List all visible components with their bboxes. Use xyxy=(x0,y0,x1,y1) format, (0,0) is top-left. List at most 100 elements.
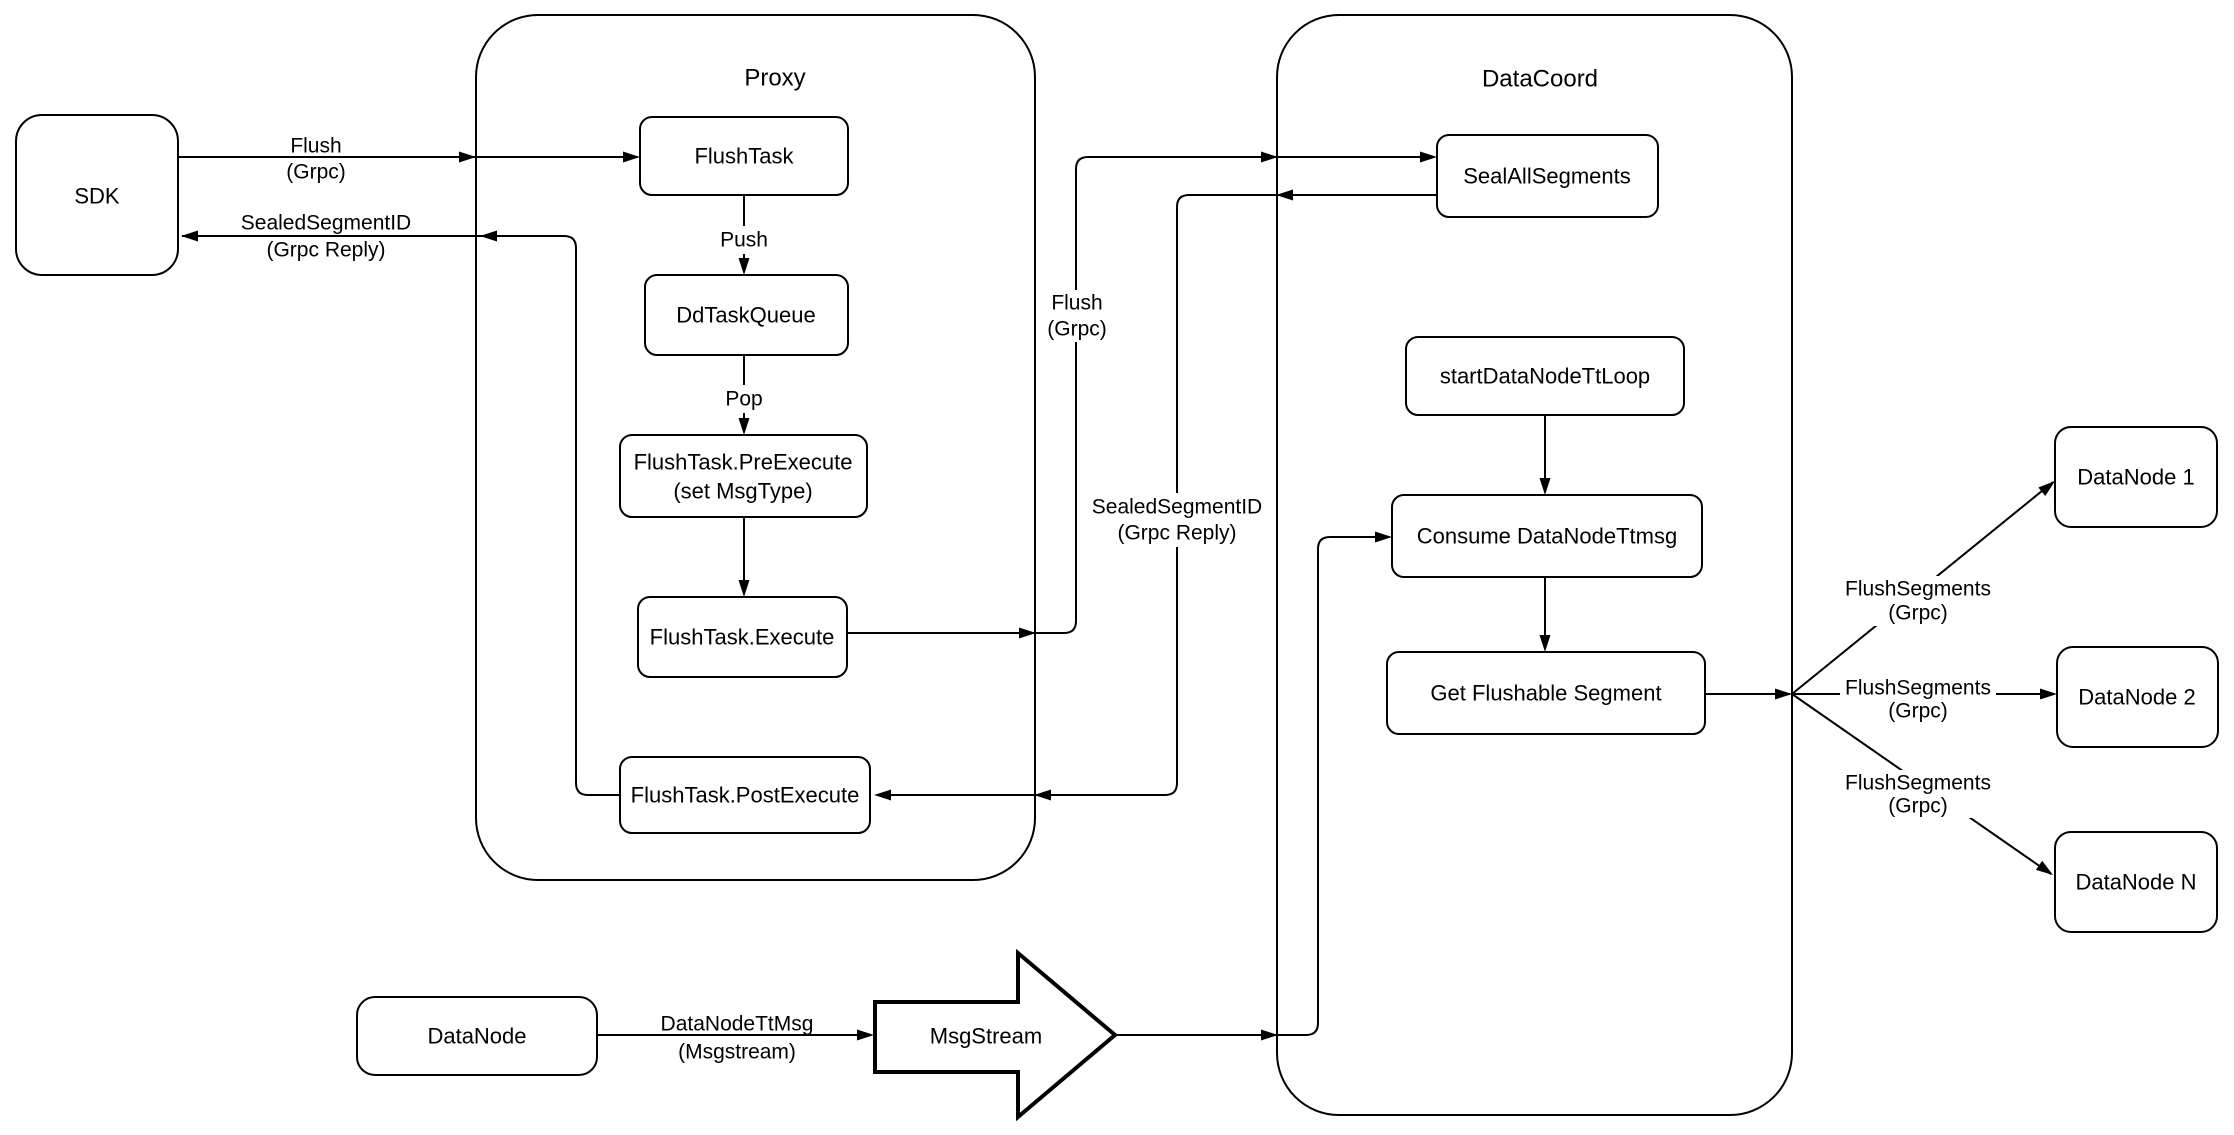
node-datanode: DataNode xyxy=(356,996,598,1076)
node-startdatanodettloop: startDataNodeTtLoop xyxy=(1405,336,1685,416)
arrowhead xyxy=(1261,1029,1278,1041)
label-mask xyxy=(1840,576,1996,626)
arrowhead xyxy=(1420,151,1437,163)
arrowhead xyxy=(459,151,476,163)
node-datanode2: DataNode 2 xyxy=(2056,646,2219,748)
node-flushtask-preexecute-label2: (set MsgType) xyxy=(673,479,812,504)
node-consume-datanodettmsg: Consume DataNodeTtmsg xyxy=(1391,494,1703,578)
arrowhead xyxy=(1261,151,1278,163)
edge-msgstream-to-consume xyxy=(1115,536,1388,1036)
node-get-flushable-segment-shape xyxy=(1386,651,1706,735)
datacoord-container: DataCoord xyxy=(1276,14,1793,1116)
edge-label-flushsegments-2: FlushSegments (Grpc) xyxy=(1840,675,1996,723)
node-datanoden: DataNode N xyxy=(2054,831,2218,933)
node-datanode-label: DataNode xyxy=(427,1024,526,1049)
edge-label-line: (Msgstream) xyxy=(678,1041,796,1064)
arrowhead xyxy=(2035,860,2053,875)
arrowhead xyxy=(738,258,750,275)
arrowhead xyxy=(2040,688,2057,700)
datacoord-container-title: DataCoord xyxy=(1482,66,1598,93)
datacoord-container-border xyxy=(1276,14,1793,1116)
node-get-flushable-segment: Get Flushable Segment xyxy=(1386,651,1706,735)
node-msgstream-label: MsgStream xyxy=(930,1024,1042,1049)
node-datanode1: DataNode 1 xyxy=(2054,426,2218,528)
node-flushtask-preexecute: FlushTask.PreExecute (set MsgType) xyxy=(619,434,868,518)
arrowhead xyxy=(1539,635,1551,652)
node-consume-datanodettmsg-shape xyxy=(1391,494,1703,578)
node-datanode2-label: DataNode 2 xyxy=(2078,685,2195,710)
arrowhead xyxy=(2038,481,2055,496)
node-ddtaskqueue-label: DdTaskQueue xyxy=(676,303,815,328)
node-sdk-shape xyxy=(15,114,179,276)
edge-label-push: Push xyxy=(712,226,776,254)
arrowhead xyxy=(1775,688,1792,700)
node-datanoden-label: DataNode N xyxy=(2075,870,2196,895)
node-sealallsegments-shape xyxy=(1436,134,1659,218)
node-datanode2-shape xyxy=(2056,646,2219,748)
node-datanode1-shape xyxy=(2054,426,2218,528)
node-get-flushable-segment-label: Get Flushable Segment xyxy=(1430,681,1661,706)
node-sdk-label: SDK xyxy=(74,184,120,209)
edge-label-line: DataNodeTtMsg xyxy=(661,1013,814,1036)
arrowhead xyxy=(874,789,891,801)
edge-execute-to-sealallsegments xyxy=(847,156,1433,634)
node-sealallsegments: SealAllSegments xyxy=(1436,134,1659,218)
edge-label-flush-grpc-sdk: Flush (Grpc) xyxy=(286,135,346,184)
node-ddtaskqueue-shape xyxy=(644,274,849,356)
edge-label-flushsegments-3: FlushSegments (Grpc) xyxy=(1840,770,1996,818)
label-mask xyxy=(1085,493,1270,547)
node-flushtask-postexecute: FlushTask.PostExecute xyxy=(619,756,871,834)
label-mask xyxy=(1840,675,1996,723)
node-consume-datanodettmsg-label: Consume DataNodeTtmsg xyxy=(1417,524,1677,549)
node-startdatanodettloop-shape xyxy=(1405,336,1685,416)
edge-label-line: SealedSegmentID xyxy=(1092,496,1262,519)
node-flushtask-label: FlushTask xyxy=(694,144,794,169)
edge-label-sealedsegmentid-datacoord: SealedSegmentID (Grpc Reply) xyxy=(1085,493,1270,547)
node-flushtask-preexecute-shape xyxy=(619,434,868,518)
edge-label-flush-grpc-datacoord: Flush (Grpc) xyxy=(1038,290,1116,342)
edge-label-line: (Grpc) xyxy=(1888,700,1948,723)
proxy-container-title: Proxy xyxy=(744,65,805,92)
edge-label-line: FlushSegments xyxy=(1845,772,1991,795)
edge-label-datanodettmsg: DataNodeTtMsg (Msgstream) xyxy=(661,1013,814,1064)
edge-label-line: Flush xyxy=(290,135,341,158)
node-msgstream: MsgStream xyxy=(873,948,1119,1122)
node-flushtask-postexecute-label: FlushTask.PostExecute xyxy=(631,783,860,808)
edge-label-line: (Grpc) xyxy=(286,161,346,184)
node-datanode1-label: DataNode 1 xyxy=(2077,465,2194,490)
edge-label-sealedsegmentid-sdk: SealedSegmentID (Grpc Reply) xyxy=(241,212,411,262)
node-datanode-shape xyxy=(356,996,598,1076)
node-flushtask-preexecute-label1: FlushTask.PreExecute xyxy=(634,450,853,475)
arrowhead xyxy=(1019,627,1036,639)
edge-label-line: (Grpc Reply) xyxy=(1117,522,1236,545)
arrowhead xyxy=(1034,789,1051,801)
node-flushtask-execute: FlushTask.Execute xyxy=(637,596,848,678)
node-flushtask-execute-label: FlushTask.Execute xyxy=(650,625,835,650)
edge-label-line: (Grpc) xyxy=(1047,318,1107,341)
arrowhead xyxy=(738,580,750,597)
node-startdatanodettloop-label: startDataNodeTtLoop xyxy=(1440,364,1650,389)
edge-label-line: Flush xyxy=(1051,292,1102,315)
node-sealallsegments-label: SealAllSegments xyxy=(1463,164,1631,189)
proxy-container: Proxy xyxy=(475,14,1036,881)
node-ddtaskqueue: DdTaskQueue xyxy=(644,274,849,356)
arrowhead xyxy=(1276,189,1293,201)
label-mask xyxy=(1840,770,1996,818)
node-datanoden-shape xyxy=(2054,831,2218,933)
arrowhead xyxy=(480,230,497,242)
edge-postexecute-to-sdk xyxy=(182,235,620,796)
edge-label-line: FlushSegments xyxy=(1845,578,1991,601)
arrowhead xyxy=(1539,478,1551,495)
proxy-container-border xyxy=(475,14,1036,881)
edge-label-line: SealedSegmentID xyxy=(241,212,411,235)
edge-label-pop: Pop xyxy=(717,385,771,413)
arrowhead xyxy=(623,151,640,163)
edge-label-line: (Grpc) xyxy=(1888,602,1948,625)
edge-label-flushsegments-1: FlushSegments (Grpc) xyxy=(1840,576,1996,626)
edge-label-line: Push xyxy=(720,229,768,252)
edge-label-line: (Grpc) xyxy=(1888,795,1948,818)
node-flushtask-shape xyxy=(639,116,849,196)
label-mask xyxy=(1038,290,1116,342)
